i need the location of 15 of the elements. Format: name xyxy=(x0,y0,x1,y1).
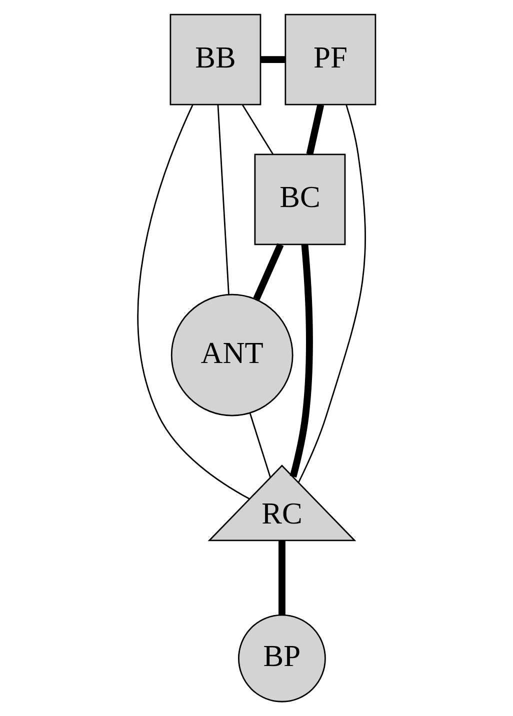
node-box: BB xyxy=(170,14,262,106)
connector xyxy=(137,104,250,500)
node-box: PF xyxy=(284,14,376,106)
node-box: BC xyxy=(254,154,346,246)
connector xyxy=(253,243,284,300)
connector xyxy=(306,104,324,156)
connector xyxy=(278,540,286,615)
connector xyxy=(260,56,286,64)
node-circle: ANT xyxy=(170,294,294,416)
connector xyxy=(242,104,274,155)
connector xyxy=(290,244,313,478)
connector xyxy=(249,413,272,478)
connector xyxy=(298,104,366,483)
node-circle: BP xyxy=(238,614,326,702)
connector xyxy=(217,104,230,294)
